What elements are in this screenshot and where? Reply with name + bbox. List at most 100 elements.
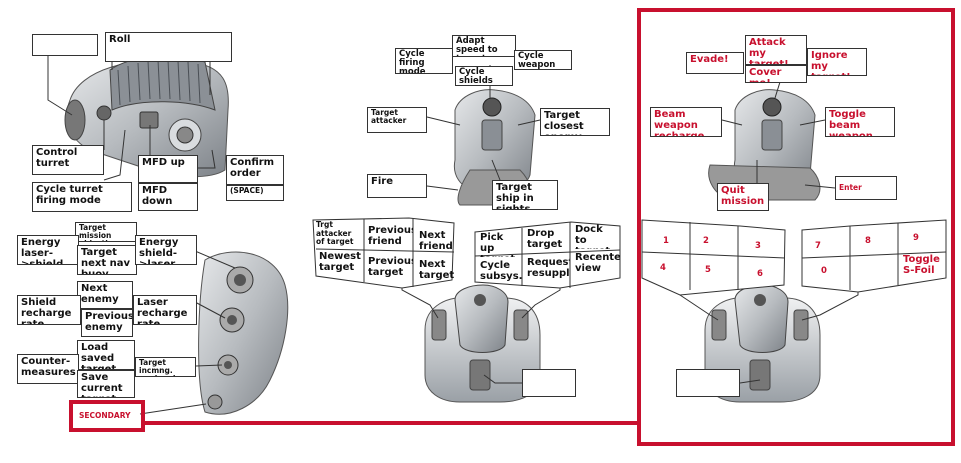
base-primary-right-cell-1: Pick up target [480, 232, 515, 257]
blank-label-primary-base [522, 369, 576, 397]
primary-base-illustration [424, 284, 541, 403]
label-target-ship-in-sights-text: Target ship in sights [496, 182, 534, 210]
label-confirm-order-text: Confirm order [230, 157, 275, 179]
label-countermeasures: Counter-measures [17, 354, 79, 384]
label-cycle-firing-mode: Cycle firing mode [395, 48, 453, 74]
label-previous-enemy-text: Previous enemy [85, 311, 133, 333]
label-target-ship-in-sights: Target ship in sights [492, 180, 558, 210]
base-secondary-left-cell-3: 3 [755, 241, 761, 251]
label-cycle-shields: Cycle shields [455, 66, 513, 86]
label-control-turret: Control turret [32, 145, 104, 175]
label-secondary: SECONDARY [76, 411, 140, 425]
label-target-attacker-text: Target attacker [371, 108, 407, 125]
label-cover-me-text: Cover me! [749, 67, 782, 82]
label-target-incoming-warhead: Target incmng. warhead [135, 357, 196, 377]
label-beam-weapon-recharge-rate-text: Beam weapon recharge rate [654, 109, 705, 137]
label-toggle-beam-weapon: Toggle beam weapon [825, 107, 895, 137]
secondary-highlight [69, 8, 955, 446]
label-shield-recharge-rate-text: Shield recharge rate [21, 297, 72, 325]
label-cycle-firing-mode-text: Cycle firing mode [399, 49, 426, 74]
base-secondary-right-cell-2: 8 [865, 236, 871, 246]
label-cycle-weapon-text: Cycle weapon [518, 51, 556, 70]
base-secondary-left-cell-2: 2 [703, 236, 709, 246]
label-beam-weapon-recharge-rate: Beam weapon recharge rate [650, 107, 722, 137]
label-mfd-down-text: MFD down [142, 185, 173, 207]
base-secondary-right-cell-3: 9 [913, 233, 919, 243]
label-target-closest-enemy-fighter-text: Target closest enemy fighter [544, 110, 584, 135]
label-control-turret-text: Control turret [36, 147, 78, 169]
label-adapt-speed: Adapt speed to target [452, 35, 516, 57]
label-load-saved-target-text: Load saved target [81, 342, 117, 370]
label-enter: Enter [835, 176, 897, 200]
base-secondary-left-cell-1: 1 [663, 236, 669, 246]
base-primary-right-cell-4: Cycle subsys. [480, 260, 522, 282]
base-secondary-left-cell-4: 4 [660, 263, 666, 273]
label-mfd-up: MFD up [138, 155, 198, 183]
label-target-closest-enemy-fighter: Target closest enemy fighter [540, 108, 610, 136]
label-cycle-weapon: Cycle weapon [514, 50, 572, 70]
label-target-incoming-warhead-text: Target incmng. warhead [139, 358, 176, 377]
base-grid-secondary-right [801, 219, 947, 293]
label-save-current-target-text: Save current target [81, 372, 123, 397]
label-ignore-my-target: Ignore my target! [807, 48, 867, 76]
label-attack-my-target: Attack my target! [745, 35, 807, 65]
label-ignore-my-target-text: Ignore my target! [811, 50, 851, 75]
label-space-text: (SPACE) [230, 186, 264, 195]
base-primary-left-cell-6: Next target [419, 259, 454, 281]
label-laser-recharge-rate: Laser recharge rate [133, 295, 197, 325]
label-fire: Fire [367, 174, 427, 198]
blank-label-throttle-top [32, 34, 98, 56]
base-primary-left-cell-5: Previous target [368, 256, 413, 278]
label-quit-mission-text: Quit mission [721, 185, 765, 207]
label-confirm-order: Confirm order [226, 155, 284, 185]
label-target-mission-objective: Target mission objective [75, 222, 137, 242]
throttle-base-illustration [198, 251, 289, 415]
secondary-joystick-illustration [708, 89, 821, 201]
label-energy-laser-shield: Energy laser->shield [17, 235, 79, 265]
label-next-enemy: Next enemy [77, 281, 133, 309]
base-secondary-right-cell-5 [860, 262, 890, 278]
base-secondary-left-cell-5: 5 [705, 265, 711, 275]
label-roll-text: Roll [109, 34, 131, 45]
label-secondary-text: SECONDARY [79, 411, 131, 420]
label-save-current-target: Save current target [77, 370, 135, 398]
label-fire-text: Fire [371, 176, 393, 187]
label-evade: Evade! [686, 52, 744, 74]
label-energy-shield-laser-text: Energy shield->laser [139, 237, 179, 265]
label-countermeasures-text: Counter-measures [21, 356, 76, 378]
label-attack-my-target-text: Attack my target! [749, 37, 789, 65]
label-toggle-beam-weapon-text: Toggle beam weapon [829, 109, 873, 137]
label-cycle-turret-firing-mode: Cycle turret firing mode [32, 182, 132, 212]
label-shield-recharge-rate: Shield recharge rate [17, 295, 81, 325]
label-laser-recharge-rate-text: Laser recharge rate [137, 297, 188, 325]
base-primary-left-cell-1: Trgt attacker of target [316, 220, 354, 246]
base-secondary-right-cell-4: 0 [821, 266, 827, 276]
label-quit-mission: Quit mission [717, 183, 769, 211]
base-primary-right-cell-2: Drop target [527, 228, 563, 250]
label-mfd-up-text: MFD up [142, 157, 185, 168]
label-target-next-nav-buoy: Target next nav buoy [77, 245, 137, 275]
label-load-saved-target: Load saved target [77, 340, 135, 370]
label-next-enemy-text: Next enemy [81, 283, 119, 305]
label-space: (SPACE) [226, 185, 284, 201]
blank-label-secondary-base [676, 369, 740, 397]
base-primary-left-cell-2: Previous friend [368, 225, 413, 247]
label-energy-shield-laser: Energy shield->laser [135, 235, 197, 265]
base-primary-right-cell-5: Request resupply [527, 257, 570, 279]
base-grid-secondary-left [641, 219, 786, 296]
base-grid-primary-right [474, 221, 621, 289]
label-cycle-turret-firing-mode-text: Cycle turret firing mode [36, 184, 103, 206]
base-secondary-right-cell-6: Toggle S-Foil [903, 254, 940, 276]
base-primary-right-cell-3: Dock to target [575, 224, 610, 249]
label-cover-me: Cover me! [745, 65, 807, 83]
label-evade-text: Evade! [690, 54, 729, 65]
base-primary-right-cell-6: Recenter view [575, 252, 620, 274]
throttle-top-illustration [64, 55, 229, 178]
label-adapt-speed-text: Adapt speed to target [456, 36, 498, 57]
label-target-mission-objective-text: Target mission objective [79, 223, 118, 242]
base-primary-left-cell-3: Next friend [419, 230, 453, 252]
label-energy-laser-shield-text: Energy laser->shield [21, 237, 64, 265]
base-secondary-left-cell-6: 6 [757, 269, 763, 279]
